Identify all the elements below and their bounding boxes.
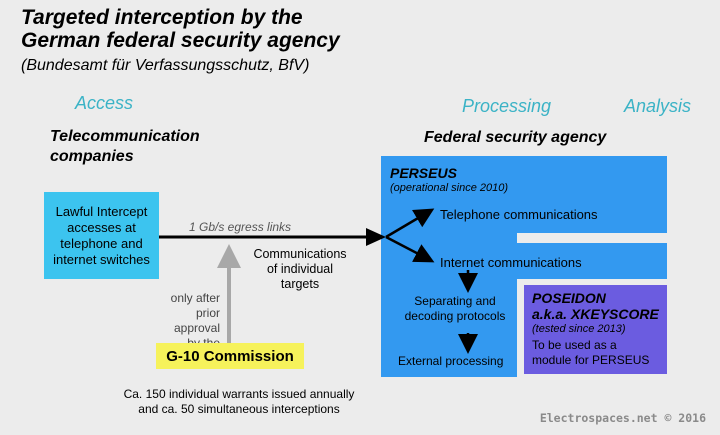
approval-line-1: only after [170,291,220,305]
lawful-intercept-box: Lawful Intercept accesses at telephone a… [44,192,159,279]
poseidon-since: (tested since 2013) [532,323,626,335]
telephone-arrow [385,208,435,239]
external-processing: External processing [398,354,504,368]
li-line-1: Lawful Intercept [55,203,148,219]
analysis-heading: Analysis [624,96,692,116]
telecom-line-2: companies [50,148,134,165]
perseus-name: PERSEUS [390,165,457,181]
processing-heading: Processing [462,96,552,116]
comm-line-2: of individual [266,262,333,276]
watermark: Electrospaces.net © 2016 [539,411,706,425]
poseidon-name: POSEIDON [532,290,606,306]
agency-heading: Federal security agency [424,129,607,146]
comm-line-3: targets [280,277,320,291]
separating-line-2: decoding protocols [404,309,506,323]
perseus-since: (operational since 2010) [390,182,509,194]
title-line-1: Targeted interception by the [21,6,303,29]
li-line-4: internet switches [53,251,150,267]
li-line-3: telephone and [60,235,143,251]
diagram-subtitle: (Bundesamt für Verfassungsschutz, BfV) [21,57,310,74]
g10-commission-box: G-10 Commission [156,343,304,369]
internet-communications: Internet communications [440,255,582,270]
telecom-line-1: Telecommunication [50,128,200,145]
warrants-line-1: Ca. 150 individual warrants issued annua… [123,387,355,401]
warrants-line-2: and ca. 50 simultaneous interceptions [138,402,340,416]
approval-text: only after prior approval by the [150,291,220,351]
poseidon-box: POSEIDON a.k.a. XKEYSCORE (tested since … [524,285,667,374]
approval-line-2: prior approval [173,306,220,335]
telephone-communications: Telephone communications [440,207,598,222]
warrants-text: Ca. 150 individual warrants issued annua… [104,387,374,417]
poseidon-note-line-1: To be used as a [532,338,617,352]
perseus-box [381,156,667,377]
comm-line-1: Communications [253,247,347,261]
access-heading: Access [75,93,134,113]
poseidon-note: To be used as a module for PERSEUS [532,338,649,368]
internet-arrow [385,235,435,263]
title-line-2: German federal security agency [21,29,340,52]
li-line-2: accesses at [67,219,136,235]
diagram-title: Targeted interception by the German fede… [21,6,340,52]
separating-line-1: Separating and [414,294,496,308]
egress-label: 1 Gb/s egress links [189,220,292,234]
egress-arrowhead [366,228,386,246]
separating-text: Separating and decoding protocols [395,294,515,324]
telecom-heading: Telecommunication companies [50,127,200,167]
communications-targets: Communications of individual targets [247,247,353,292]
poseidon-note-line-2: module for PERSEUS [532,353,650,367]
poseidon-aka: a.k.a. XKEYSCORE [532,306,659,322]
